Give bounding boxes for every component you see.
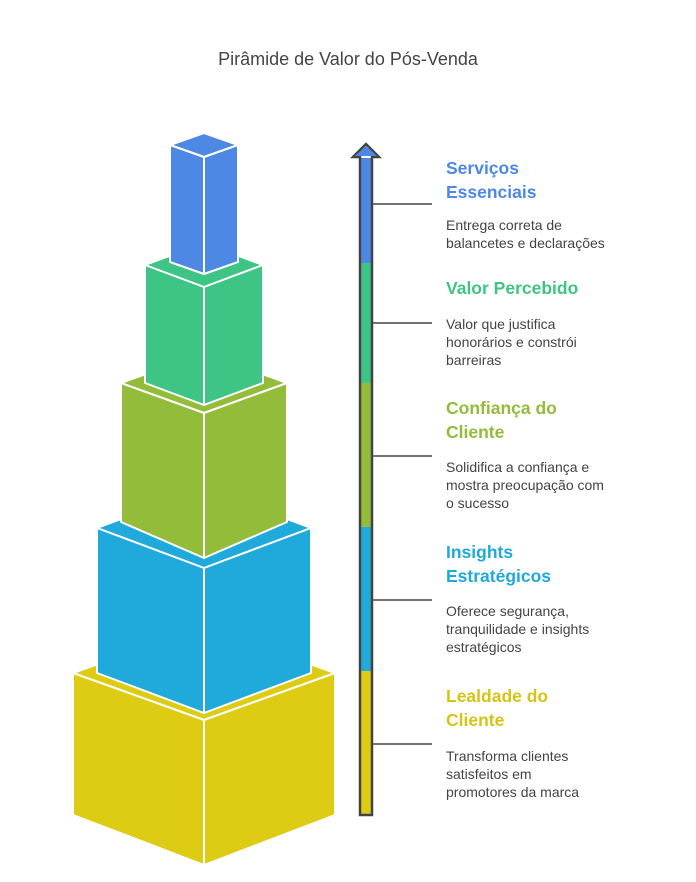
block-servicos [169, 132, 239, 275]
value-arrow [349, 142, 383, 817]
diagram-title: Pirâmide de Valor do Pós-Venda [218, 49, 478, 69]
connector-lines [373, 203, 432, 745]
level-title-valor: Valor Percebido [446, 278, 579, 298]
level-desc-insights: Oferece segurança,tranquilidade e insigh… [446, 603, 590, 655]
